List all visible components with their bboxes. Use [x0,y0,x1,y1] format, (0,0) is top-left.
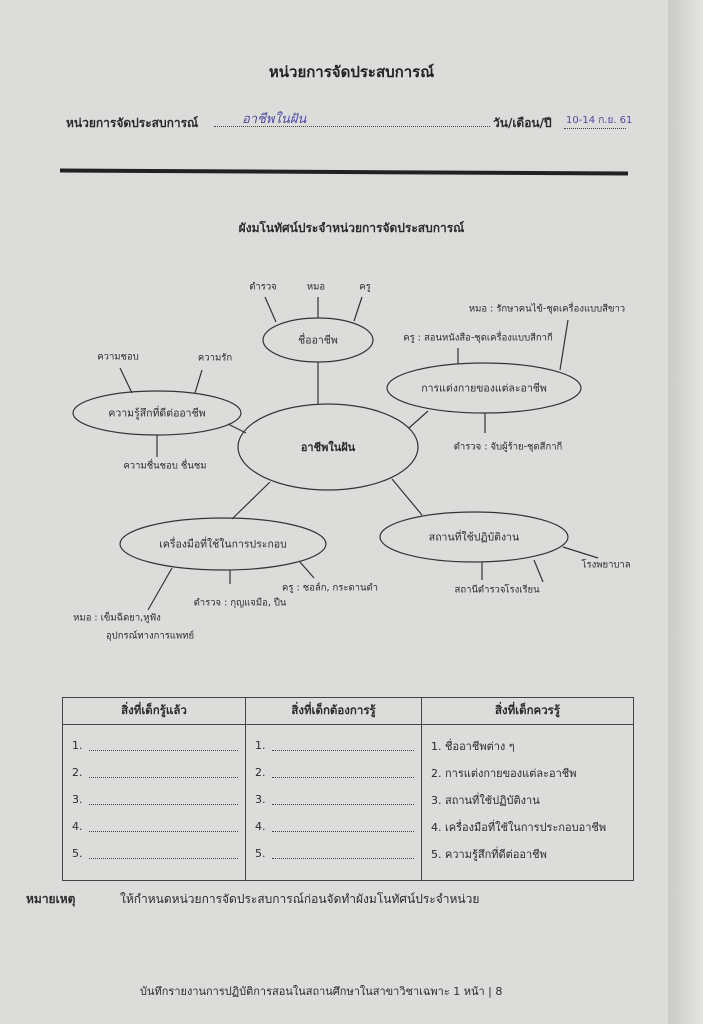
blank-line-item[interactable]: 1. [255,732,414,759]
unit-handwritten-value: อาชีพในฝัน [242,112,307,127]
blank-line-item[interactable]: 4. [72,813,238,840]
blank-line-item[interactable]: 2. [72,759,238,786]
center-node-label: อาชีพในฝัน [300,441,356,454]
list-item: 4. เครื่องมือที่ใช้ในการประกอบอาชีพ [431,820,607,834]
blank-line-item[interactable]: 1. [72,732,238,759]
tools-item: อุปกรณ์ทางการแพทย์ [105,630,195,642]
blank-line-item[interactable]: 5. [255,840,414,867]
list-item: 2. การแต่งกายของแต่ละอาชีพ [431,766,577,780]
feelings-item: ความรัก [197,352,233,364]
mindmap-lines [72,296,599,611]
dress-node-label: การแต่งกายของแต่ละอาชีพ [421,382,547,395]
item-number: 3. [255,793,266,806]
tools-item: ครู : ชอล์ก, กระดานดำ [282,582,378,594]
item-number: 2. [255,766,266,779]
places-item: โรงพยาบาล [581,559,631,571]
names-node-label: ชื่ออาชีพ [298,334,338,347]
note-text: ให้กำหนดหน่วยการจัดประสบการณ์ก่อนจัดทำผั… [120,892,480,906]
unit-field-line [214,126,490,127]
center-ellipse [237,403,419,491]
date-field-line [564,128,626,129]
item-number: 4. [72,820,83,833]
item-number: 1. [255,739,266,752]
known-list: 1. 2. 3. 4. 5. [64,726,244,867]
unit-label: หน่วยการจัดประสบการณ์ [66,116,199,130]
item-number: 3. [72,793,83,806]
col-header-known: สิ่งที่เด็กรู้แล้ว [62,697,246,725]
tools-node-label: เครื่องมือที่ใช้ในการประกอบ [159,538,287,551]
want-list: 1. 2. 3. 4. 5. [247,726,420,867]
page-footer: บันทึกรายงานการปฏิบัติการสอนในสถานศึกษาใ… [140,985,503,998]
feelings-item: ความชื่นชอบ ชื่นชม [123,460,207,472]
blank-line-item[interactable]: 3. [72,786,238,813]
feelings-item: ความชอบ [97,351,139,363]
list-item: 3. สถานที่ใช้ปฏิบัติงาน [431,793,540,807]
names-item: หมอ [306,281,326,293]
paper-edge [668,0,703,1024]
blank-line-item[interactable]: 4. [255,813,414,840]
mindmap-title: ผังมโนทัศน์ประจำหน่วยการจัดประสบการณ์ [238,221,465,235]
places-item: สถานีตำรวจ [454,584,506,596]
col-header-should: สิ่งที่เด็กควรรู้ [421,697,634,725]
places-ellipse [379,511,569,563]
knowledge-table: สิ่งที่เด็กรู้แล้ว สิ่งที่เด็กต้องการรู้… [62,697,634,881]
names-item: ครู [359,281,371,293]
should-know-list: 1. ชื่ออาชีพต่าง ๆ 2. การแต่งกายของแต่ละ… [423,726,632,867]
dress-ellipse [386,362,582,414]
note-label: หมายเหตุ [26,892,76,906]
dress-item: ตำรวจ : จับผู้ร้าย-ชุดสีกากี [453,441,563,453]
tools-item: ตำรวจ : กุญแจมือ, ปืน [193,597,287,609]
list-item: 1. ชื่ออาชีพต่าง ๆ [431,739,515,753]
item-number: 5. [255,847,266,860]
item-number: 1. [72,739,83,752]
blank-line-item[interactable]: 3. [255,786,414,813]
places-node-label: สถานที่ใช้ปฏิบัติงาน [428,531,520,544]
blank-line-item[interactable]: 5. [72,840,238,867]
feelings-node-label: ความรู้สึกที่ดีต่ออาชีพ [108,407,206,420]
places-item: โรงเรียน [504,584,540,596]
item-number: 2. [72,766,83,779]
col-header-want: สิ่งที่เด็กต้องการรู้ [245,697,422,725]
names-item: ตำรวจ [249,281,277,293]
page-title: หน่วยการจัดประสบการณ์ [268,63,435,81]
date-handwritten-value: 10-14 ก.ย. 61 [566,115,633,126]
tools-item: หมอ : เข็มฉีดยา,หูฟัง [73,612,161,624]
dress-item: ครู : สอนหนังสือ-ชุดเครื่องแบบสีกากี [403,332,553,344]
item-number: 4. [255,820,266,833]
dress-item: หมอ : รักษาคนไข้-ชุดเครื่องแบบสีขาว [468,303,626,315]
list-item: 5. ความรู้สึกที่ดีต่ออาชีพ [431,847,547,861]
tools-ellipse [119,517,327,571]
item-number: 5. [72,847,83,860]
date-label: วัน/เดือน/ปี [493,116,552,130]
blank-line-item[interactable]: 2. [255,759,414,786]
